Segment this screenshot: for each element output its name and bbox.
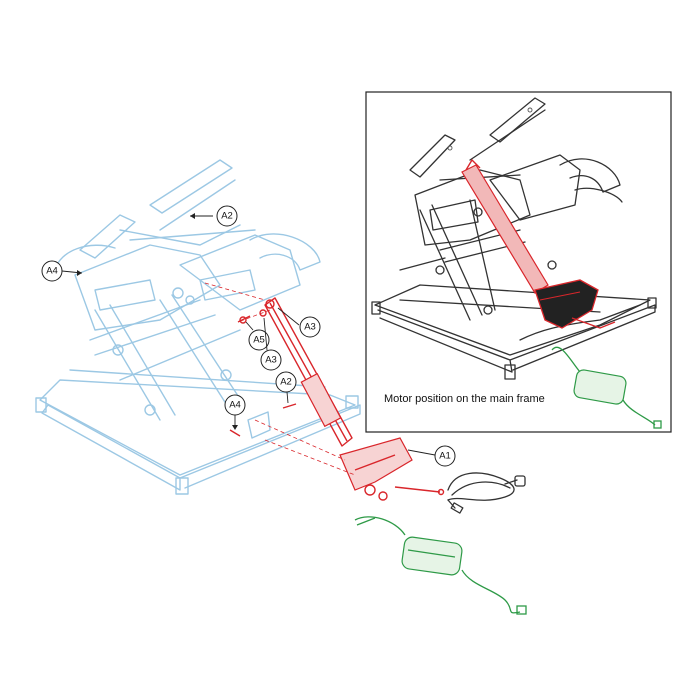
- callout-a1: A1: [407, 445, 456, 467]
- callout-label: A3: [265, 355, 277, 366]
- callout-a5: A5: [245, 321, 270, 351]
- inset-panel: Motor position on the main frame: [365, 91, 672, 433]
- inset-caption: Motor position on the main frame: [384, 393, 545, 405]
- callout-a2-top: A2: [190, 205, 238, 227]
- callout-label: A2: [221, 211, 233, 222]
- inset-transformer: [551, 346, 662, 429]
- callout-label: A3: [304, 322, 316, 333]
- callout-label: A2: [280, 377, 292, 388]
- callout-a4-left: A4: [41, 260, 83, 282]
- callout-label: A5: [253, 335, 265, 346]
- callout-a3-lower: A3: [260, 317, 282, 371]
- power-cable: [447, 472, 526, 514]
- callout-a3-upper: A3: [277, 307, 321, 338]
- callout-label: A1: [439, 451, 451, 462]
- inset-actuator-highlight: [461, 159, 616, 329]
- callout-label: A4: [46, 266, 58, 277]
- callout-a4-lower: A4: [224, 394, 246, 430]
- lift-chair-frame: [35, 159, 361, 495]
- alignment-guides: [204, 282, 356, 476]
- lift-actuator-motor: [229, 297, 445, 501]
- callout-a2-lower: A2: [275, 371, 297, 404]
- callout-label: A4: [229, 400, 241, 411]
- power-supply-transformer: [354, 516, 527, 615]
